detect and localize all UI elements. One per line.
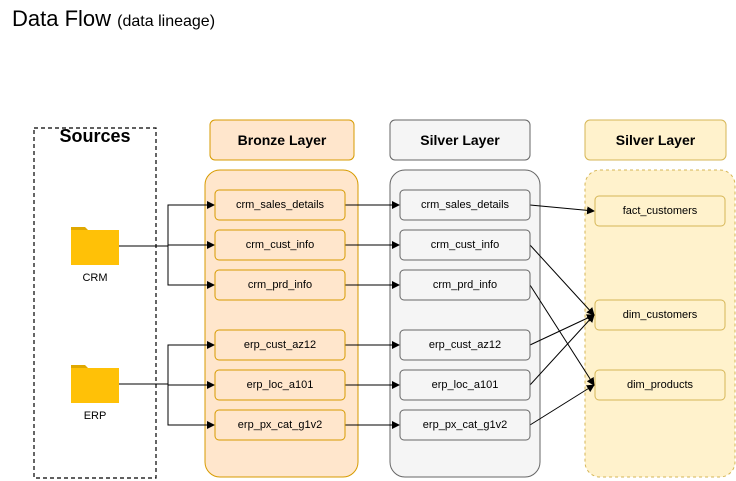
table-node-silver-erp_loc_a101[interactable] [399, 369, 531, 401]
flow-arrow [529, 384, 595, 426]
table-label-silver-crm_sales_details: crm_sales_details [421, 199, 510, 211]
table-node-bronze-erp_loc_a101[interactable] [214, 369, 346, 401]
table-label-silver-erp_px_cat_g1v2: erp_px_cat_g1v2 [423, 419, 507, 431]
table-node-silver-crm_prd_info[interactable] [399, 269, 531, 301]
table-label-bronze-crm_prd_info: crm_prd_info [248, 279, 312, 291]
folder-icon[interactable] [71, 365, 119, 403]
table-node-bronze-crm_sales_details[interactable] [214, 189, 346, 221]
folder-body [71, 230, 119, 265]
table-label-bronze-erp_loc_a101: erp_loc_a101 [247, 379, 314, 391]
table-node-bronze-crm_prd_info[interactable] [214, 269, 346, 301]
sources-title: Sources [59, 126, 130, 146]
table-label-bronze-crm_sales_details: crm_sales_details [236, 199, 325, 211]
bronze-layer-title: Bronze Layer [238, 132, 327, 148]
flow-arrow [119, 245, 215, 289]
bronze-layer-header [209, 119, 355, 161]
flow-arrow [119, 383, 215, 429]
flow-arrow [119, 201, 215, 247]
table-node-bronze-erp_px_cat_g1v2[interactable] [214, 409, 346, 441]
page-title-main: Data Flow [12, 6, 112, 31]
silver-layer-title: Silver Layer [420, 132, 500, 148]
table-label-gold-dim_customers: dim_customers [623, 309, 698, 321]
sources-container [33, 127, 157, 479]
silver-layer-header [389, 119, 531, 161]
table-node-gold-dim_products[interactable] [594, 369, 726, 401]
flow-arrow [529, 284, 595, 386]
table-node-silver-crm_sales_details[interactable] [399, 189, 531, 221]
table-node-gold-dim_customers[interactable] [594, 299, 726, 331]
table-node-bronze-crm_cust_info[interactable] [214, 229, 346, 261]
table-label-bronze-erp_cust_az12: erp_cust_az12 [244, 339, 316, 351]
table-label-gold-dim_products: dim_products [627, 379, 694, 391]
table-label-silver-erp_cust_az12: erp_cust_az12 [429, 339, 501, 351]
table-label-silver-crm_cust_info: crm_cust_info [431, 239, 499, 251]
table-label-bronze-crm_cust_info: crm_cust_info [246, 239, 314, 251]
flow-arrow [529, 314, 595, 346]
folder-body [71, 368, 119, 403]
flow-arrow [529, 314, 595, 386]
table-node-silver-erp_px_cat_g1v2[interactable] [399, 409, 531, 441]
page-title: Data Flow (data lineage) [12, 6, 215, 32]
gold-layer-title: Silver Layer [616, 132, 696, 148]
source-label-crm: CRM [82, 272, 107, 284]
table-node-bronze-erp_cust_az12[interactable] [214, 329, 346, 361]
table-node-gold-fact_customers[interactable] [594, 195, 726, 227]
flow-arrow [529, 204, 595, 215]
page-subtitle: (data lineage) [117, 13, 216, 30]
flow-arrow [119, 341, 215, 385]
table-node-silver-erp_cust_az12[interactable] [399, 329, 531, 361]
table-label-silver-erp_loc_a101: erp_loc_a101 [432, 379, 499, 391]
table-label-gold-fact_customers: fact_customers [623, 205, 698, 217]
table-node-silver-crm_cust_info[interactable] [399, 229, 531, 261]
flow-arrow [529, 244, 595, 316]
table-label-bronze-erp_px_cat_g1v2: erp_px_cat_g1v2 [238, 419, 322, 431]
gold-layer-header [584, 119, 727, 161]
source-label-erp: ERP [84, 410, 107, 422]
folder-icon[interactable] [71, 227, 119, 265]
table-label-silver-crm_prd_info: crm_prd_info [433, 279, 497, 291]
